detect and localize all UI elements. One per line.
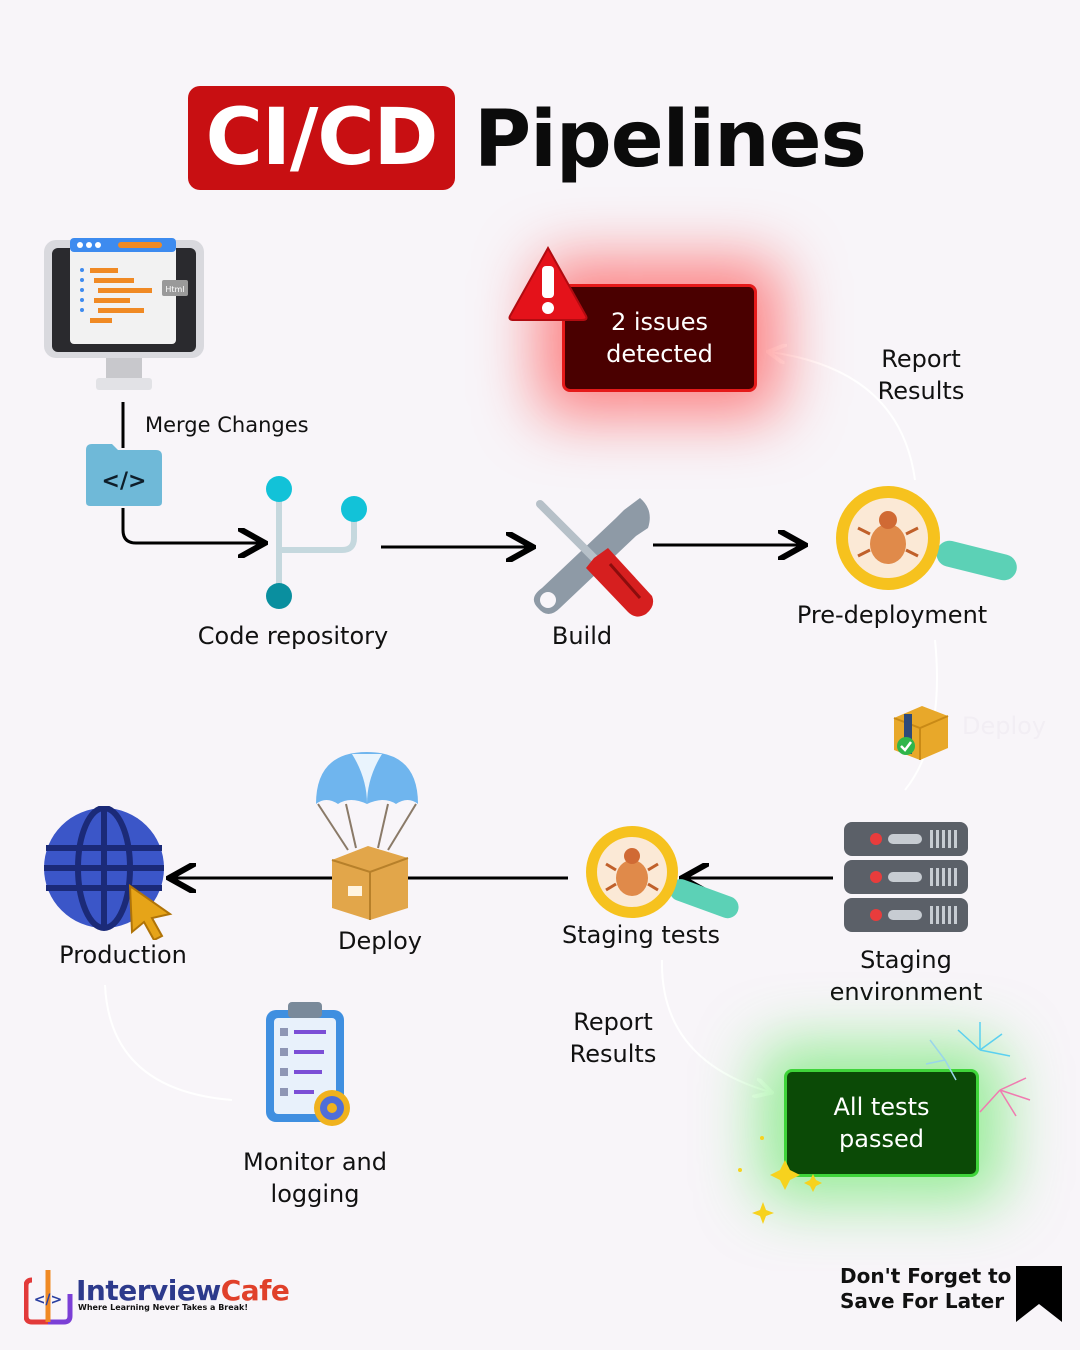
warning-triangle-icon <box>508 245 588 321</box>
pre-deployment-label: Pre-deployment <box>796 601 988 629</box>
report-top-line-1: Report <box>881 345 961 373</box>
package-check-icon <box>893 706 949 760</box>
deploy-label: Deploy <box>337 927 423 955</box>
brand-first: Interview <box>76 1274 221 1307</box>
git-branch-icon <box>266 476 367 609</box>
bug-magnifier-icon <box>836 486 1017 590</box>
passed-line-2: passed <box>839 1125 924 1153</box>
clipboard-target-icon <box>266 1002 350 1126</box>
staging-env-line-2: environment <box>829 978 983 1006</box>
brand-tagline: Where Learning Never Takes a Break! <box>78 1303 249 1312</box>
brand-second: Cafe <box>220 1274 290 1307</box>
report-results-bottom: Report Results <box>558 1006 668 1070</box>
sparkles-decoration <box>738 1022 1031 1224</box>
report-top-curve <box>770 352 916 481</box>
save-line-1: Don't Forget to <box>840 1264 1012 1288</box>
save-line-2: Save For Later <box>840 1289 1005 1313</box>
title-text: Pipelines <box>474 95 867 185</box>
merge-label: Merge Changes <box>145 413 309 437</box>
report-top-line-2: Results <box>877 377 965 405</box>
server-rack-icon <box>844 822 968 932</box>
staging-environment-label: Staging environment <box>812 944 1000 1008</box>
globe-cursor-icon <box>44 806 173 940</box>
report-bottom-line-2: Results <box>569 1040 657 1068</box>
report-bottom-curve <box>660 959 770 1092</box>
staging-env-line-1: Staging <box>860 946 952 974</box>
code-monitor-icon: Html <box>44 238 204 390</box>
folder-to-repo-arrow <box>121 508 262 543</box>
tests-passed-box: All tests passed <box>784 1069 979 1177</box>
deploy-ghost-label: Deploy <box>962 712 1047 740</box>
staging-bug-magnifier-icon <box>586 826 739 919</box>
monitor-curve <box>104 984 233 1101</box>
issues-alert-box: 2 issues detected <box>562 284 757 392</box>
production-label: Production <box>59 941 187 969</box>
alert-line-1: 2 issues <box>610 308 709 336</box>
interviewcafe-logo-icon: </> <box>24 1270 73 1325</box>
code-repository-label: Code repository <box>197 622 389 650</box>
passed-line-1: All tests <box>833 1093 930 1121</box>
monitor-logging-label: Monitor and logging <box>232 1146 398 1210</box>
title-badge: CI/CD <box>188 86 455 190</box>
svg-text:</>: </> <box>34 1292 63 1308</box>
wrench-screwdriver-icon <box>533 498 654 617</box>
svg-text:Html: Html <box>165 285 184 294</box>
parachute-box-icon <box>316 752 418 920</box>
report-results-top: Report Results <box>866 343 976 407</box>
alert-line-2: detected <box>606 340 713 368</box>
monitor-line-1: Monitor and <box>242 1148 387 1176</box>
staging-tests-label: Staging tests <box>562 921 720 949</box>
bookmark-icon[interactable] <box>1014 1264 1064 1324</box>
build-label: Build <box>551 622 613 650</box>
svg-text:</>: </> <box>102 469 147 494</box>
brand-name: InterviewCafe <box>76 1274 290 1307</box>
monitor-line-2: logging <box>270 1180 360 1208</box>
report-bottom-line-1: Report <box>573 1008 653 1036</box>
code-folder-icon: </> <box>86 444 162 506</box>
save-reminder: Don't Forget to Save For Later <box>840 1264 1011 1314</box>
